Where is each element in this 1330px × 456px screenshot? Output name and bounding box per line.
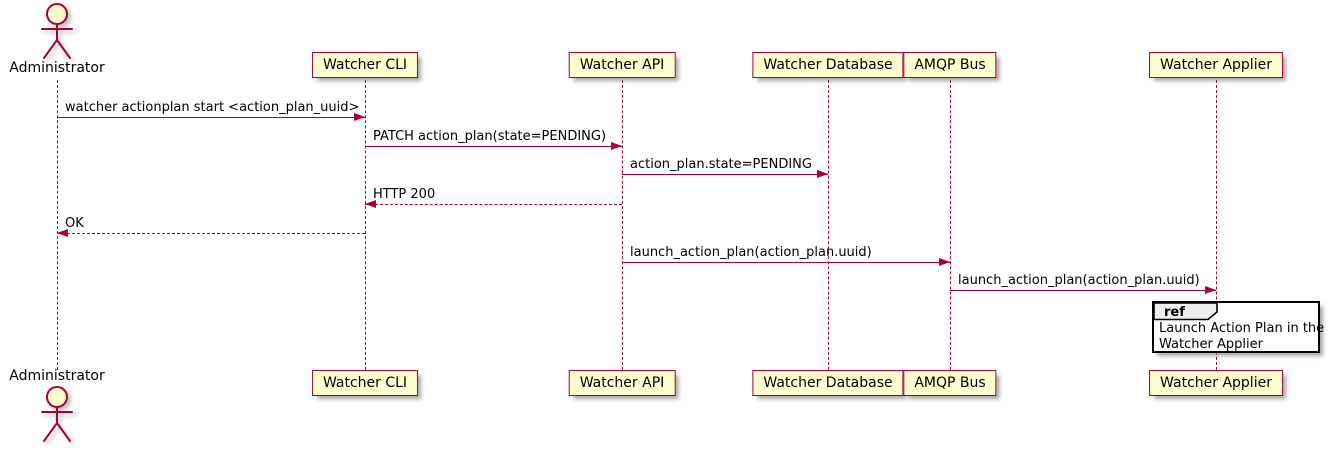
svg-text:ref: ref (1164, 305, 1185, 320)
participant-top-watcher-cli: Watcher CLI (311, 52, 419, 78)
message-7-label: launch_action_plan(action_plan.uuid) (958, 273, 1200, 288)
message-5-arrowhead (57, 229, 68, 237)
lifeline-watcher-database (828, 80, 829, 370)
participant-top-watcher-database: Watcher Database (752, 52, 904, 78)
message-1-label: watcher actionplan start <action_plan_uu… (65, 100, 360, 115)
message-6-arrowhead (939, 258, 950, 266)
message-7-line (950, 290, 1216, 291)
actor-figure-bottom-administrator (31, 385, 83, 447)
ref-text-line-2: Watcher Applier (1159, 337, 1263, 352)
participant-top-watcher-api: Watcher API (568, 52, 676, 78)
message-2-line (365, 146, 622, 147)
participant-top-amqp-bus: AMQP Bus (903, 52, 997, 78)
message-5-label: OK (65, 216, 84, 231)
actor-figure-top-administrator (31, 2, 83, 64)
lifeline-administrator (57, 80, 58, 370)
lifeline-amqp-bus (950, 80, 951, 370)
ref-keyword-tab: ref (1153, 302, 1221, 325)
actor-label-top-administrator: Administrator (9, 60, 105, 76)
participant-bottom-watcher-cli: Watcher CLI (311, 370, 419, 396)
lifeline-watcher-cli (365, 80, 366, 370)
message-6-line (622, 262, 950, 263)
message-6-label: launch_action_plan(action_plan.uuid) (630, 245, 872, 260)
lifeline-watcher-api (622, 80, 623, 370)
message-4-arrowhead (365, 200, 376, 208)
message-4-label: HTTP 200 (373, 187, 436, 202)
message-2-label: PATCH action_plan(state=PENDING) (373, 129, 607, 144)
lifeline-watcher-applier (1216, 80, 1217, 370)
participant-top-watcher-applier: Watcher Applier (1149, 52, 1283, 78)
participant-bottom-amqp-bus: AMQP Bus (903, 370, 997, 396)
message-1-line (57, 117, 365, 118)
message-3-line (622, 174, 828, 175)
message-7-arrowhead (1205, 286, 1216, 294)
message-3-arrowhead (817, 170, 828, 178)
actor-label-bottom-administrator: Administrator (9, 368, 105, 384)
message-3-label: action_plan.state=PENDING (630, 157, 812, 172)
ref-text-line-1: Launch Action Plan in the (1159, 321, 1325, 336)
message-5-line (57, 233, 365, 234)
message-2-arrowhead (611, 142, 622, 150)
message-4-line (365, 204, 622, 205)
participant-bottom-watcher-applier: Watcher Applier (1149, 370, 1283, 396)
participant-bottom-watcher-api: Watcher API (568, 370, 676, 396)
message-1-arrowhead (354, 113, 365, 121)
participant-bottom-watcher-database: Watcher Database (752, 370, 904, 396)
